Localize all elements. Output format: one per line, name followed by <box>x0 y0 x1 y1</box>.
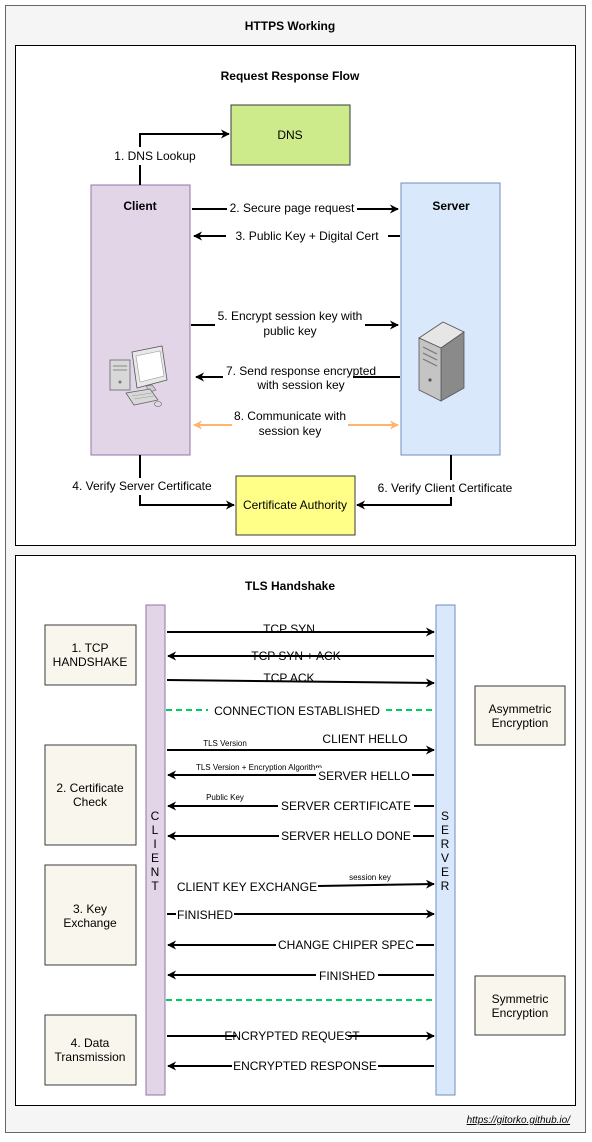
phase-key-exchange-label-1: 3. Key <box>73 902 107 916</box>
verify-server-label: 4. Verify Server Certificate <box>72 479 212 493</box>
client-hello-label: CLIENT HELLO <box>322 732 407 746</box>
phase-tcp-handshake-label-2: HANDSHAKE <box>53 655 128 669</box>
send-response-label-1: 7. Send response encrypted <box>226 364 376 378</box>
ca-label: Certificate Authority <box>243 498 347 512</box>
dns-label: DNS <box>277 128 302 142</box>
phase-certificate-check-box <box>44 744 137 846</box>
tls-version-label: TLS Version <box>203 739 247 748</box>
tcp-ack-arrow <box>166 678 435 688</box>
certificate-authority-box <box>235 475 356 536</box>
tcp-syn-label: TCP SYN <box>263 622 315 636</box>
server-lifeline-letter: R <box>441 837 450 851</box>
public-key-small-label: Public Key <box>206 793 244 802</box>
client-lifeline <box>145 604 166 1096</box>
server-tower-icon <box>418 321 465 402</box>
server-lifeline-letter: R <box>441 879 450 893</box>
tcp-syn-ack-label: TCP SYN + ACK <box>251 649 340 663</box>
tcp-ack-label: TCP ACK <box>263 671 314 685</box>
finished-client-label: FINISHED <box>177 908 233 922</box>
server-certificate-label: SERVER CERTIFICATE <box>281 799 411 813</box>
symmetric-encryption-box <box>474 975 566 1036</box>
verify-client-arrow <box>356 455 452 510</box>
public-key-label: 3. Public Key + Digital Cert <box>235 229 379 243</box>
client-lifeline-letter: N <box>151 865 160 879</box>
phase-certificate-check-label-1: 2. Certificate <box>56 781 124 795</box>
phase-key-exchange-box <box>44 864 137 966</box>
finished-server-label: FINISHED <box>319 969 375 983</box>
server-lifeline <box>435 604 456 1096</box>
verify-server-arrow <box>139 455 235 510</box>
communicate-label-2: session key <box>259 424 322 438</box>
asymmetric-encryption-label-1: Asymmetric <box>489 702 552 716</box>
client-lifeline-letter: L <box>152 823 159 837</box>
dns-lookup-arrow <box>139 129 230 185</box>
phase-data-transmission-box <box>44 1014 137 1086</box>
client-lifeline-letter: T <box>151 879 159 893</box>
phase-tcp-handshake-box <box>44 624 137 686</box>
tls-title: TLS Handshake <box>245 579 335 593</box>
client-lifeline-letter: C <box>151 809 160 823</box>
desktop-computer-icon <box>109 345 168 407</box>
footer-url-link[interactable]: https://gitorko.github.io/ <box>467 1115 572 1126</box>
client-lifeline-letter: E <box>151 851 159 865</box>
verify-client-label: 6. Verify Client Certificate <box>378 481 513 495</box>
phase-key-exchange-label-2: Exchange <box>63 916 117 930</box>
communicate-label-1: 8. Communicate with <box>234 409 346 423</box>
change-cipher-spec-label: CHANGE CHIPER SPEC <box>278 938 414 952</box>
asymmetric-encryption-box <box>474 685 566 746</box>
encrypted-response-label: ENCRYPTED RESPONSE <box>233 1059 377 1073</box>
server-hello-done-label: SERVER HELLO DONE <box>281 829 411 843</box>
server-lifeline-letter: E <box>441 823 449 837</box>
client-box <box>90 184 191 456</box>
client-lifeline-letter: I <box>153 837 156 851</box>
tls-version-algorithm-label: TLS Version + Encryption Algorithm <box>196 763 322 772</box>
client-key-exchange-label: CLIENT KEY EXCHANGE <box>177 880 317 894</box>
server-hello-label: SERVER HELLO <box>318 769 410 783</box>
phase-certificate-check-label-2: Check <box>73 795 108 809</box>
phase-data-transmission-label-1: 4. Data <box>71 1036 110 1050</box>
server-box <box>400 182 501 456</box>
client-key-exchange-arrow <box>317 879 435 889</box>
phase-tcp-handshake-label-1: 1. TCP <box>71 641 108 655</box>
encrypted-request-label: ENCRYPTED REQUEST <box>224 1029 360 1043</box>
secure-request-label: 2. Secure page request <box>230 201 355 215</box>
dns-lookup-label: 1. DNS Lookup <box>114 149 196 163</box>
encrypt-session-key-label-2: public key <box>263 324 316 338</box>
encrypt-session-key-label-1: 5. Encrypt session key with <box>218 309 363 323</box>
phase-data-transmission-label-2: Transmission <box>55 1050 126 1064</box>
send-response-label-2: with session key <box>256 378 344 392</box>
dns-box <box>230 104 351 166</box>
server-lifeline-letter: V <box>441 851 449 865</box>
client-label: Client <box>123 199 156 213</box>
server-lifeline-letter: E <box>441 865 449 879</box>
symmetric-encryption-label-1: Symmetric <box>492 992 549 1006</box>
session-key-small-label: session key <box>349 873 391 882</box>
connection-established-label: CONNECTION ESTABLISHED <box>214 704 380 718</box>
server-lifeline-letter: S <box>441 809 449 823</box>
server-label: Server <box>432 199 470 213</box>
symmetric-encryption-label-2: Encryption <box>492 1006 549 1020</box>
page-title: HTTPS Working <box>245 19 335 33</box>
flow-title: Request Response Flow <box>221 69 360 83</box>
asymmetric-encryption-label-2: Encryption <box>492 716 549 730</box>
